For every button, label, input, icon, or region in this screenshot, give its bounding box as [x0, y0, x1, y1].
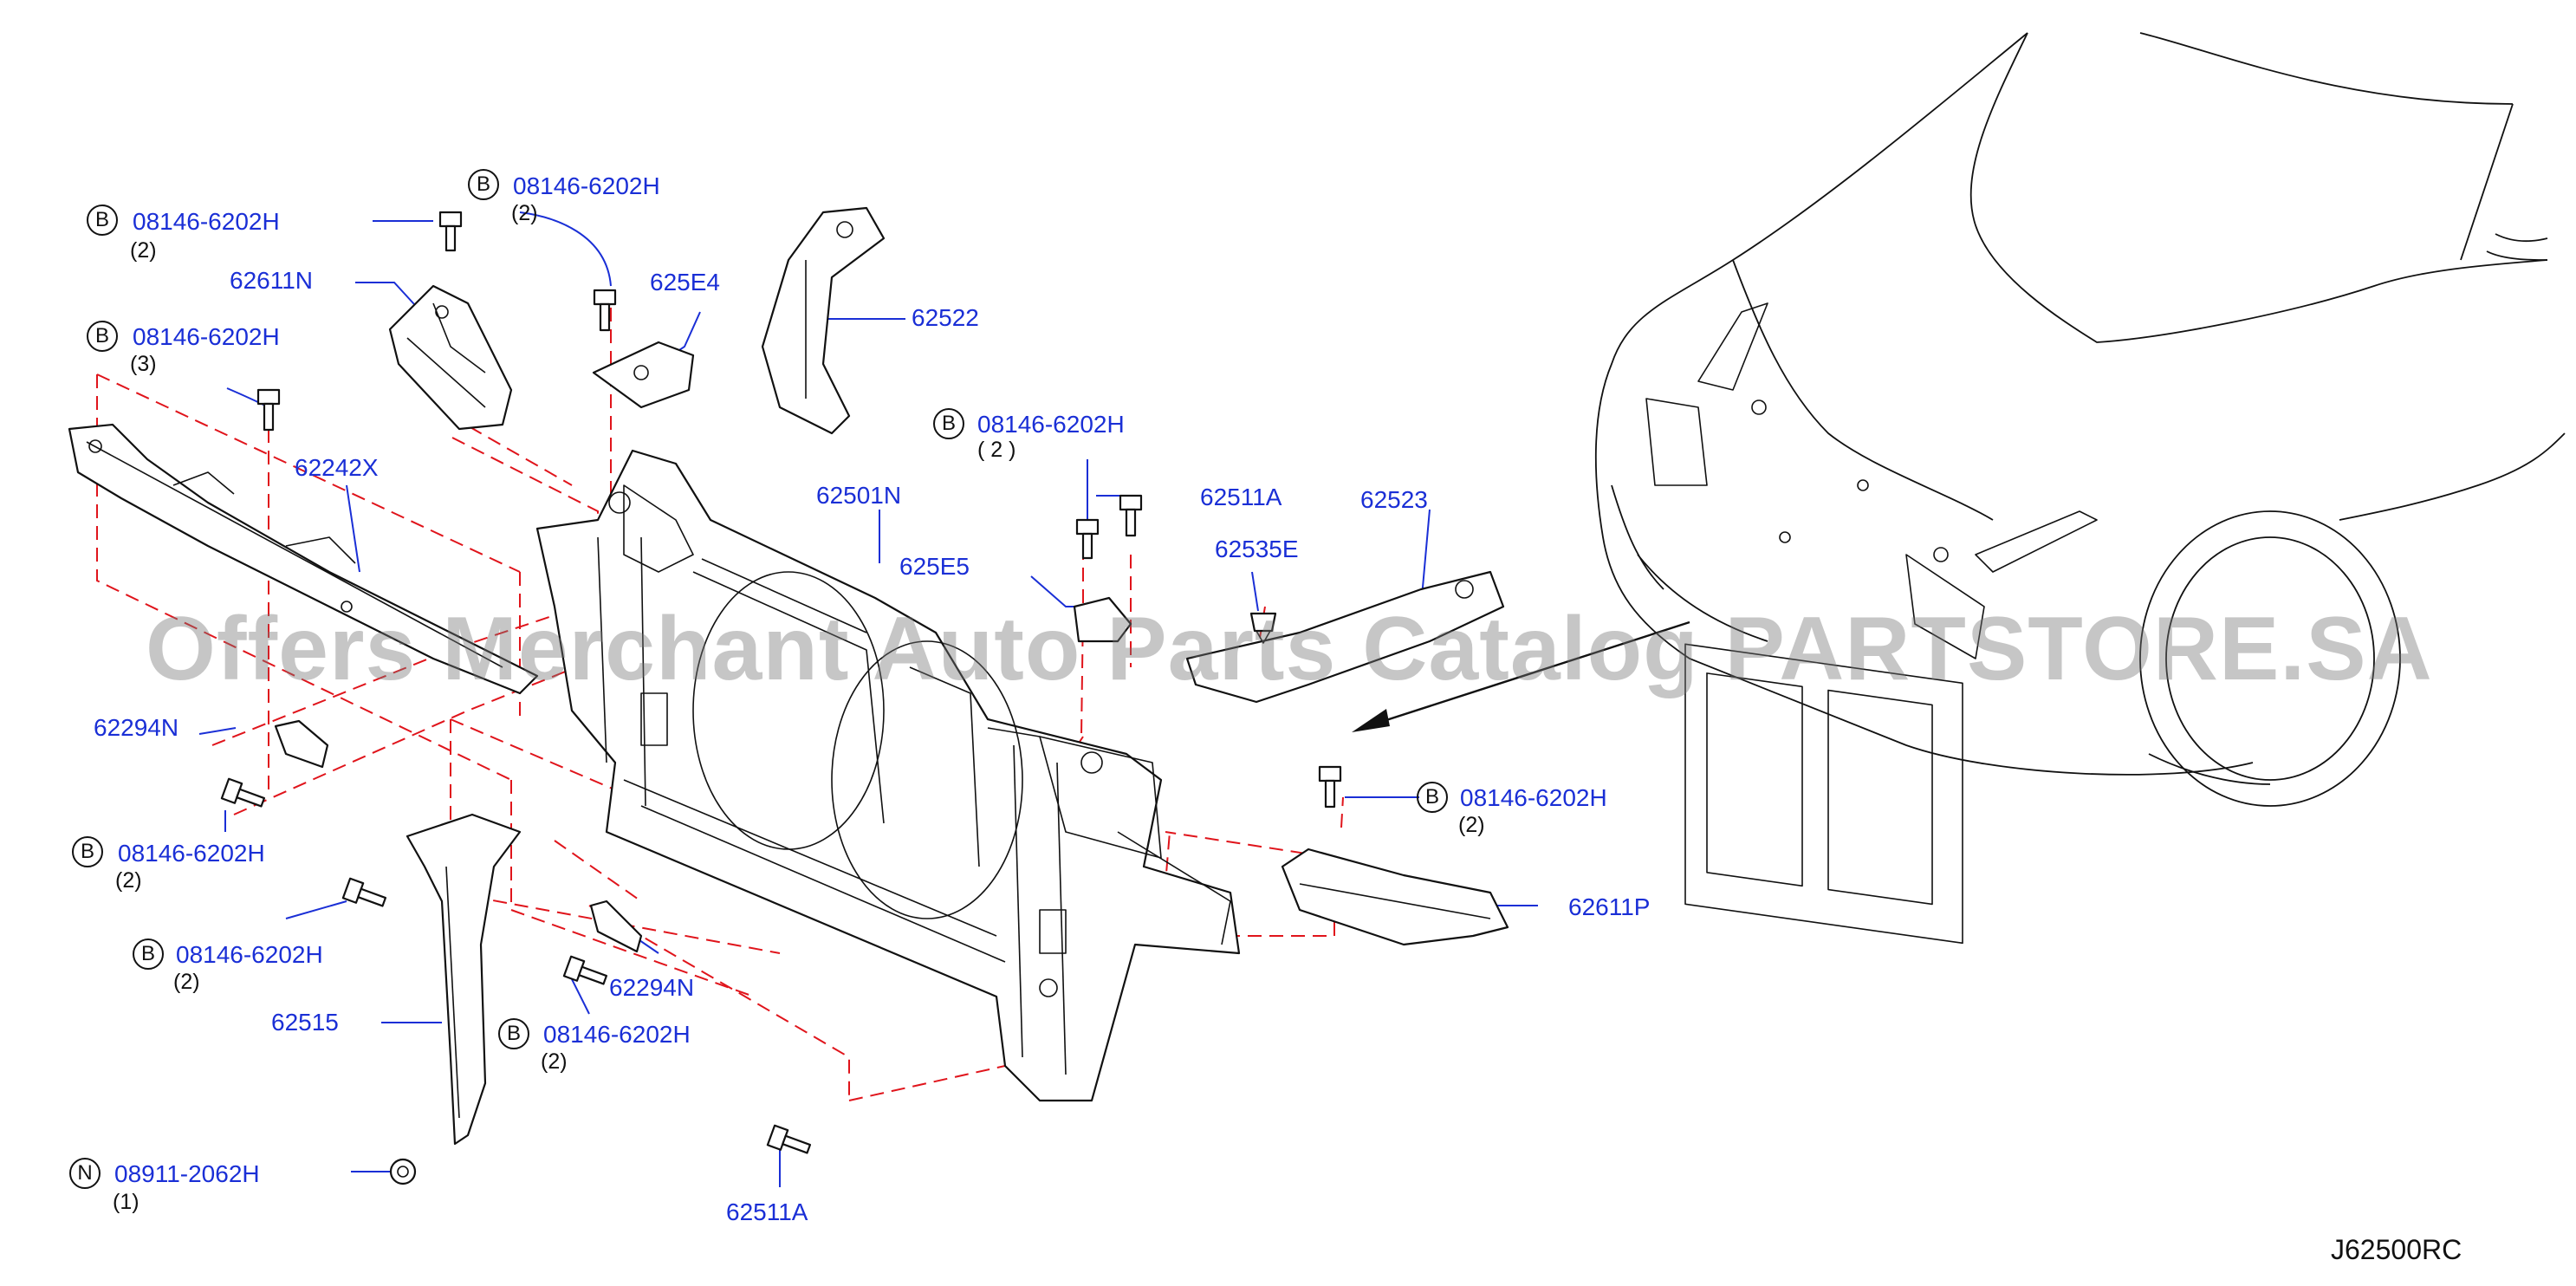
nut-icon — [389, 1158, 417, 1185]
bolt-symbol-b6: B — [72, 836, 103, 867]
bolt-icon — [562, 955, 608, 985]
part-label-625E5[interactable]: 625E5 — [899, 553, 970, 580]
bolt-icon — [256, 388, 281, 432]
callout-part-b7[interactable]: 08146-6202H — [176, 941, 323, 968]
callout-part-b8[interactable]: 08146-6202H — [543, 1021, 691, 1048]
callout-qty-b1: (2) — [130, 238, 157, 263]
part-label-62294N-left[interactable]: 62294N — [94, 714, 179, 741]
callout-part-b3[interactable]: 08146-6202H — [133, 323, 280, 350]
callout-part-b2[interactable]: 08146-6202H — [513, 172, 660, 199]
callout-part-b5[interactable]: 08146-6202H — [1460, 784, 1607, 811]
bolt-symbol-b2: B — [468, 169, 499, 200]
bracket-62611P — [1281, 848, 1509, 946]
bolt-symbol-b8: B — [498, 1018, 529, 1049]
callout-part-b4[interactable]: 08146-6202H — [977, 411, 1125, 438]
vehicle-outline — [1594, 32, 2566, 945]
bolt-icon — [1075, 518, 1100, 560]
bolt-icons — [220, 211, 1342, 1154]
bolt-icon — [766, 1124, 812, 1154]
part-label-62523[interactable]: 62523 — [1360, 486, 1428, 513]
part-label-62511A-bottom[interactable]: 62511A — [726, 1198, 808, 1225]
clip-icon — [1249, 612, 1277, 644]
part-label-62611N[interactable]: 62611N — [230, 267, 314, 294]
part-label-62501N[interactable]: 62501N — [816, 482, 902, 509]
bracket-62294N-mid — [589, 900, 643, 953]
bolt-symbol-b7: B — [133, 939, 164, 970]
bolt-icon — [593, 289, 617, 332]
bracket-62294N-left — [274, 719, 329, 769]
callout-part-n1[interactable]: 08911-2062H — [114, 1160, 260, 1187]
plate-625E4 — [592, 341, 695, 409]
callout-part-b6[interactable]: 08146-6202H — [118, 840, 265, 867]
bolt-icon — [341, 877, 387, 907]
part-label-62511A-top[interactable]: 62511A — [1200, 484, 1282, 510]
part-label-62522[interactable]: 62522 — [912, 304, 979, 331]
callout-qty-b3: (3) — [130, 352, 157, 376]
watermark: Offers Merchant Auto Parts Catalog PARTS… — [146, 599, 2433, 699]
bolt-icon — [1318, 765, 1342, 809]
callout-qty-n1: (1) — [113, 1190, 140, 1214]
bolt-icon — [438, 211, 463, 252]
bolt-symbol-b1: B — [87, 205, 118, 236]
bolt-symbol-b3: B — [87, 321, 118, 352]
plate-625E5 — [1073, 596, 1132, 643]
callout-qty-b4: ( 2 ) — [977, 438, 1016, 462]
nut-symbol-n1: N — [69, 1158, 101, 1189]
callout-arrow — [1352, 620, 1690, 732]
callout-qty-b8: (2) — [541, 1049, 568, 1074]
stay-62522 — [761, 206, 886, 435]
upper-bar-62242X — [68, 423, 539, 695]
stay-62515 — [406, 813, 522, 1146]
part-label-625E4[interactable]: 625E4 — [650, 269, 720, 296]
bracket-62611N — [388, 284, 513, 431]
part-label-62294N-mid[interactable]: 62294N — [609, 974, 695, 1001]
callout-qty-b5: (2) — [1458, 813, 1485, 837]
callout-qty-b6: (2) — [115, 868, 142, 893]
bolt-icon — [1119, 494, 1143, 537]
part-label-62535E[interactable]: 62535E — [1215, 536, 1299, 562]
radiator-core-support — [535, 449, 1241, 1102]
callout-part-b1[interactable]: 08146-6202H — [133, 208, 280, 235]
part-label-62515[interactable]: 62515 — [271, 1009, 339, 1036]
bolt-symbol-b5: B — [1417, 782, 1448, 813]
part-label-62611P[interactable]: 62611P — [1568, 893, 1651, 920]
callout-qty-b7: (2) — [173, 970, 200, 994]
part-label-62242X[interactable]: 62242X — [295, 454, 379, 481]
bolt-icon — [220, 777, 266, 808]
bolt-symbol-b4: B — [933, 408, 964, 439]
callout-qty-b2: (2) — [511, 201, 538, 225]
diagram-code: J62500RC — [2331, 1234, 2462, 1265]
stay-62523 — [1185, 570, 1505, 704]
